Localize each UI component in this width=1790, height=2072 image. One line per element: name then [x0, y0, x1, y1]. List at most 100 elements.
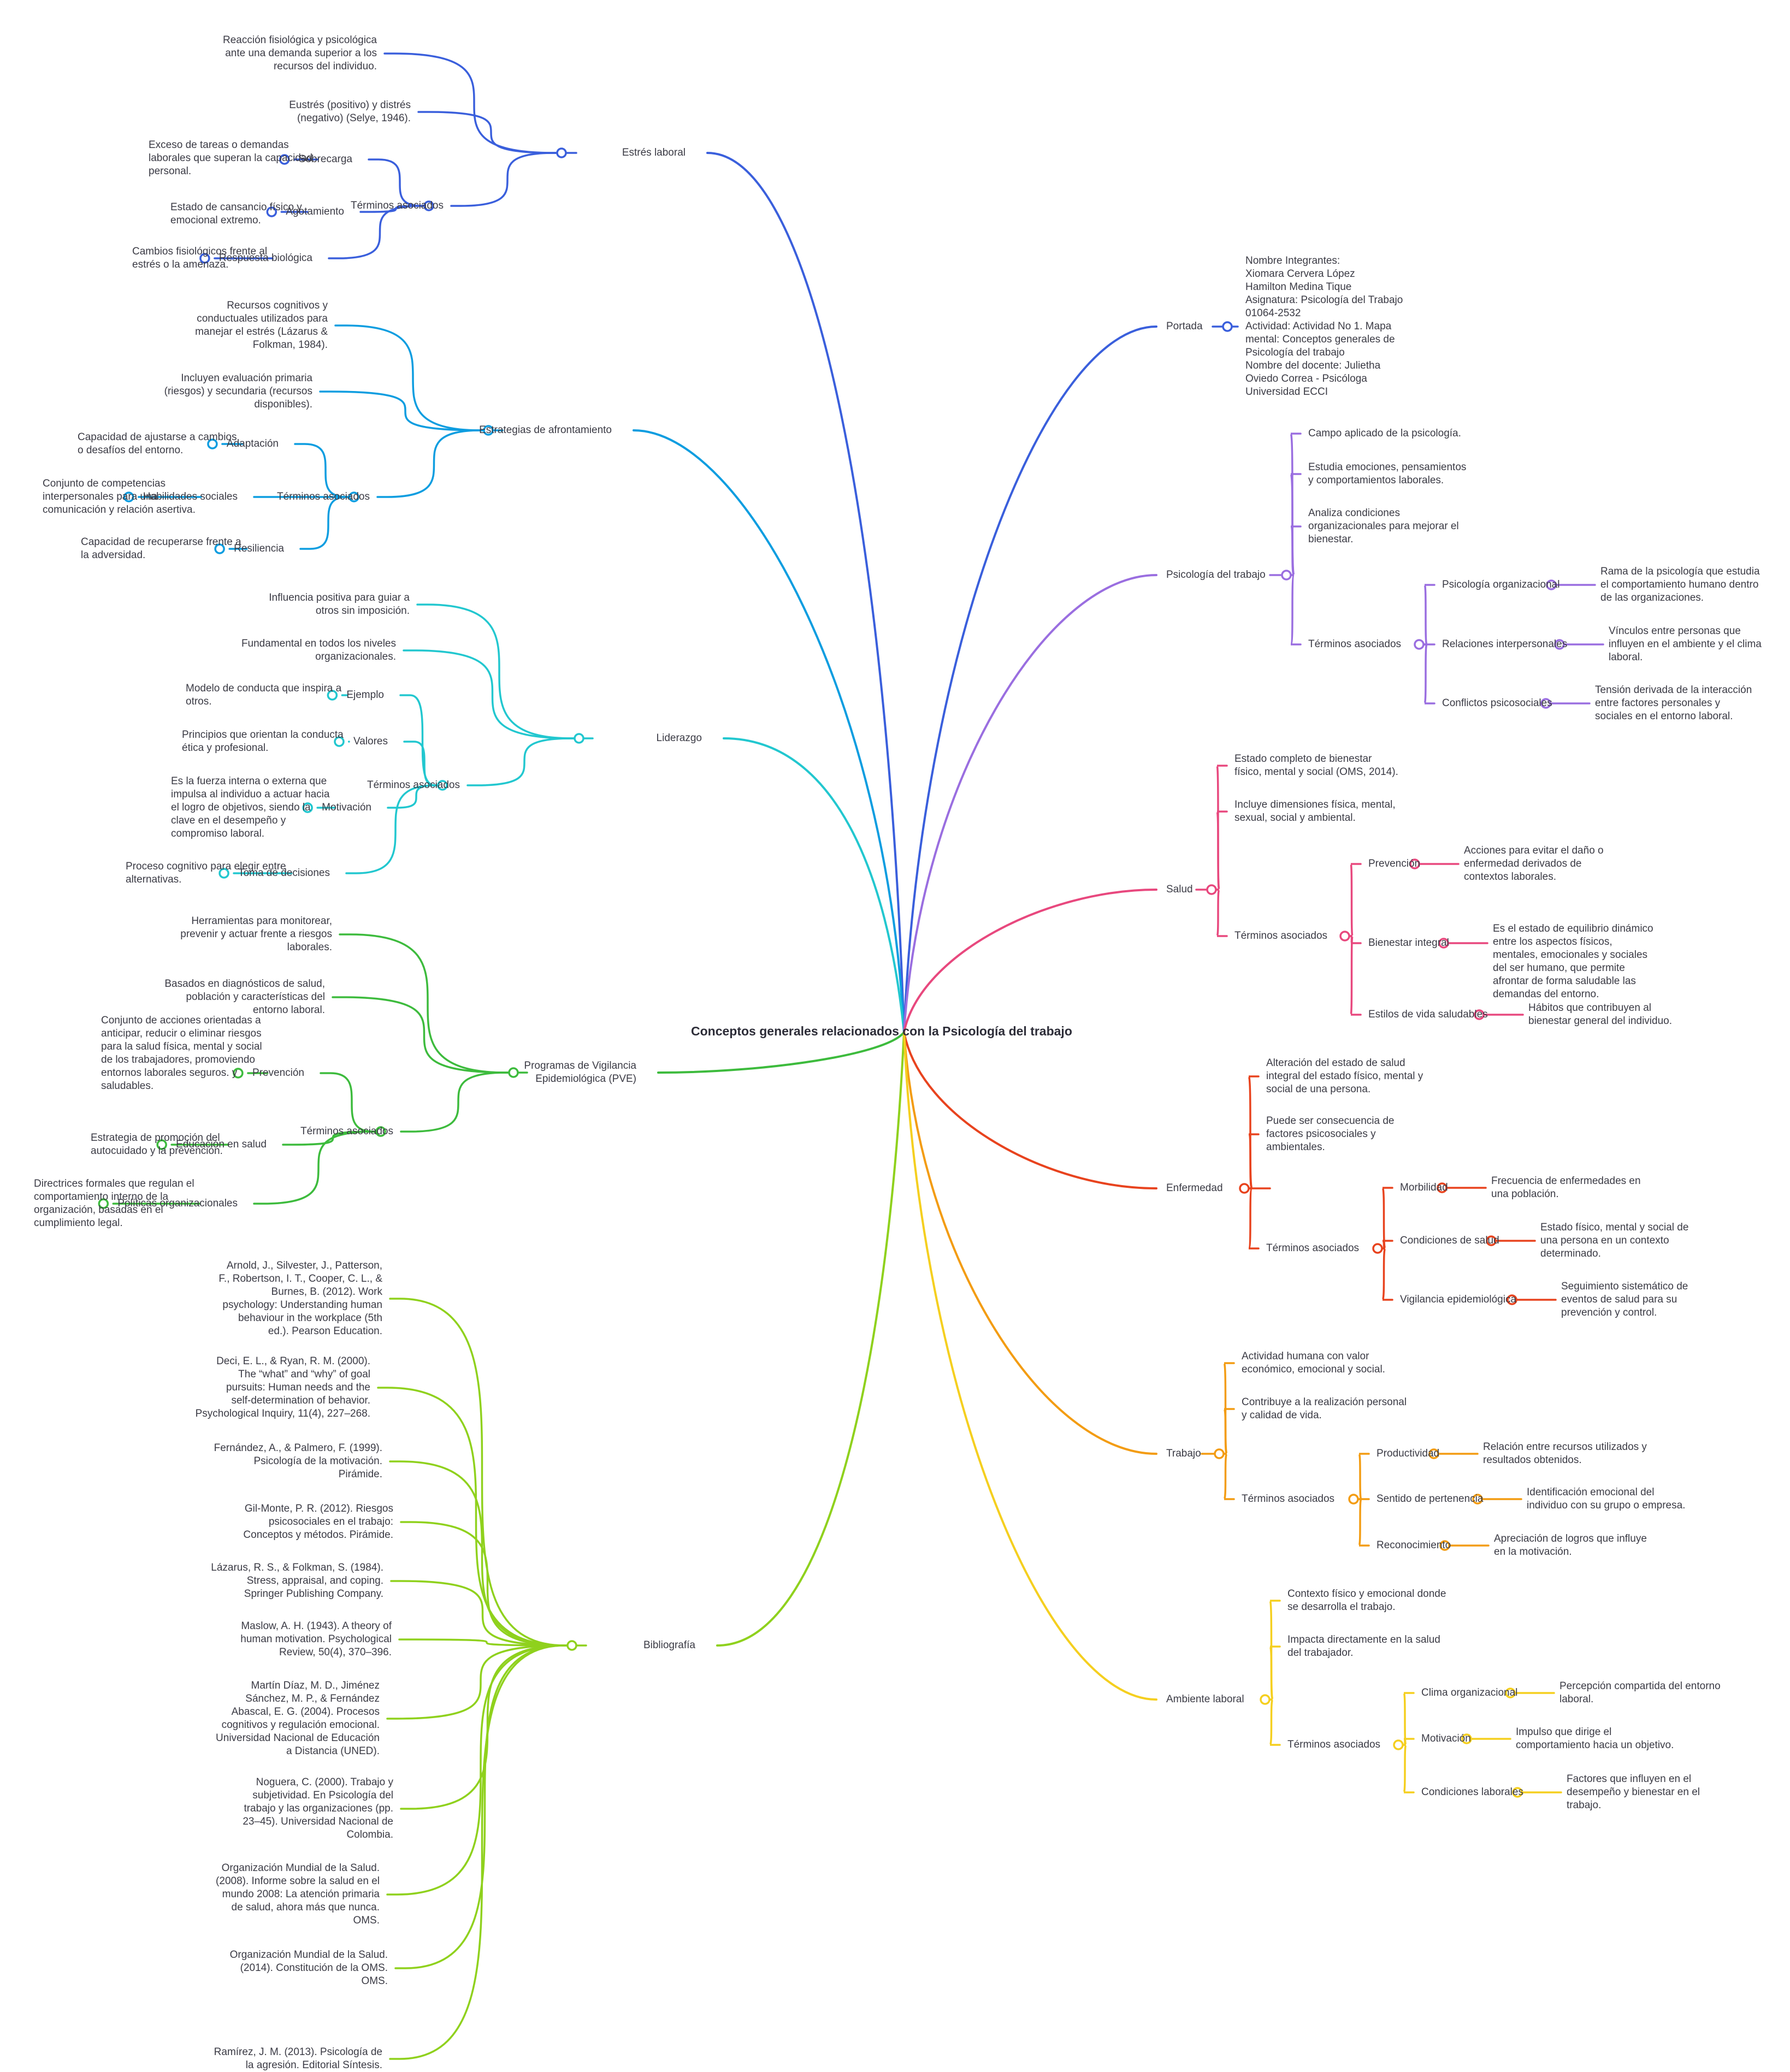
topic-deci-e-l-ryan-r-m-2000[interactable]: Deci, E. L., & Ryan, R. M. (2000). The “… — [195, 1355, 370, 1419]
term-resiliencia[interactable]: Resiliencia — [234, 543, 284, 554]
topic-basados-en-diagnosticos-de-salud[interactable]: Basados en diagnósticos de salud, poblac… — [164, 978, 325, 1016]
topic-influencia-positiva-para-guiar-a[interactable]: Influencia positiva para guiar a otros s… — [269, 592, 410, 617]
topic-terminos-asociados[interactable]: Términos asociados — [1242, 1493, 1335, 1505]
topic-impacta-directamente-en-la-salud[interactable]: Impacta directamente en la salud del tra… — [1287, 1634, 1440, 1659]
expand-toggle-liderazgo-0[interactable] — [327, 690, 338, 701]
definition-agotamiento[interactable]: Estado de cansancio físico y emocional e… — [170, 202, 302, 226]
topic-contribuye-a-la-realizacion-personal[interactable]: Contribuye a la realización personal y c… — [1242, 1396, 1407, 1421]
branch-pve[interactable]: Programas de Vigilancia Epidemiológica (… — [524, 1060, 636, 1085]
term-morbilidad[interactable]: Morbilidad — [1400, 1182, 1448, 1193]
branch-afrontamiento[interactable]: Estrategias de afrontamiento — [479, 424, 612, 436]
topic-lazarus-r-s-folkman-s-1984[interactable]: Lázarus, R. S., & Folkman, S. (1984). St… — [211, 1562, 383, 1600]
definition-politicas-organizacionales[interactable]: Directrices formales que regulan el comp… — [34, 1178, 194, 1229]
term-educacion-en-salud[interactable]: Educación en salud — [176, 1139, 267, 1150]
term-valores[interactable]: Valores — [353, 736, 388, 747]
branch-toggle-portada[interactable] — [1222, 321, 1233, 332]
term-condiciones-de-salud[interactable]: Condiciones de salud — [1400, 1235, 1499, 1246]
topic-noguera-c-2000-trabajo-y[interactable]: Noguera, C. (2000). Trabajo y subjetivid… — [243, 1777, 393, 1840]
topic-ramirez-j-m-2013-psicologia-de[interactable]: Ramírez, J. M. (2013). Psicología de la … — [214, 2046, 382, 2071]
expand-toggle-pve-1[interactable] — [156, 1139, 167, 1150]
branch-toggle-salud[interactable] — [1206, 884, 1217, 895]
definition-conflictos-psicosociales[interactable]: Tensión derivada de la interacción entre… — [1595, 684, 1752, 722]
topic-herramientas-para-monitorear[interactable]: Herramientas para monitorear, prevenir y… — [180, 915, 332, 953]
term-ejemplo[interactable]: Ejemplo — [346, 689, 384, 701]
definition-motivacion[interactable]: Es la fuerza interna o externa que impul… — [171, 775, 330, 839]
branch-ambiente[interactable]: Ambiente laboral — [1166, 1694, 1244, 1705]
topic-eustres-positivo-y-distres[interactable]: Eustrés (positivo) y distrés (negativo) … — [289, 99, 411, 124]
definition-prevencion[interactable]: Acciones para evitar el daño o enfermeda… — [1464, 845, 1604, 883]
term-sobrecarga[interactable]: Sobrecarga — [298, 153, 352, 165]
definition-condiciones-laborales[interactable]: Factores que influyen en el desempeño y … — [1567, 1773, 1700, 1811]
branch-portada[interactable]: Portada — [1166, 321, 1203, 332]
expand-toggle-trabajo-0[interactable] — [1428, 1448, 1439, 1459]
expand-toggle-ambiente-1[interactable] — [1461, 1733, 1472, 1744]
topic-nombre-integrantes[interactable]: Nombre Integrantes: Xiomara Cervera Lópe… — [1245, 255, 1403, 398]
topic-terminos-asociados[interactable]: Términos asociados — [1308, 638, 1402, 650]
topic-terminos-asociados[interactable]: Términos asociados — [1234, 930, 1328, 942]
branch-liderazgo[interactable]: Liderazgo — [656, 732, 702, 744]
expand-toggle-liderazgo-3[interactable] — [218, 868, 229, 879]
branch-bibliografia[interactable]: Bibliografía — [643, 1639, 695, 1651]
term-agotamiento[interactable]: Agotamiento — [286, 206, 344, 217]
expand-toggle-ambiente-2[interactable] — [1512, 1787, 1523, 1798]
branch-estres[interactable]: Estrés laboral — [622, 147, 686, 158]
topic-contexto-fisico-y-emocional-donde[interactable]: Contexto físico y emocional donde se des… — [1287, 1588, 1446, 1613]
subgroup-toggle-afrontamiento[interactable] — [348, 492, 359, 502]
definition-condiciones-de-salud[interactable]: Estado físico, mental y social de una pe… — [1540, 1222, 1689, 1259]
expand-toggle-afrontamiento-0[interactable] — [207, 439, 218, 449]
definition-valores[interactable]: Principios que orientan la conducta étic… — [182, 729, 344, 754]
subgroup-toggle-liderazgo[interactable] — [437, 780, 448, 791]
topic-maslow-a-h-1943-a-theory-of[interactable]: Maslow, A. H. (1943). A theory of human … — [240, 1620, 392, 1658]
term-sentido-de-pertenencia[interactable]: Sentido de pertenencia — [1377, 1493, 1484, 1505]
term-bienestar-integral[interactable]: Bienestar integral — [1368, 937, 1449, 949]
topic-terminos-asociados[interactable]: Términos asociados — [367, 779, 460, 791]
term-politicas-organizacionales[interactable]: Políticas organizacionales — [117, 1198, 238, 1209]
topic-terminos-asociados[interactable]: Términos asociados — [1287, 1739, 1381, 1750]
definition-educacion-en-salud[interactable]: Estrategia de promoción del autocuidado … — [91, 1132, 223, 1157]
definition-ejemplo[interactable]: Modelo de conducta que inspira a otros. — [186, 683, 342, 707]
branch-toggle-pve[interactable] — [508, 1067, 519, 1078]
expand-toggle-enfermedad-1[interactable] — [1486, 1235, 1497, 1246]
topic-incluye-dimensiones-fisica-mental[interactable]: Incluye dimensiones física, mental, sexu… — [1234, 799, 1396, 824]
definition-adaptacion[interactable]: Capacidad de ajustarse a cambios o desaf… — [78, 431, 237, 456]
term-estilos-de-vida-saludables[interactable]: Estilos de vida saludables — [1368, 1009, 1488, 1020]
branch-toggle-trabajo[interactable] — [1214, 1448, 1225, 1459]
definition-productividad[interactable]: Relación entre recursos utilizados y res… — [1483, 1441, 1647, 1466]
expand-toggle-enfermedad-0[interactable] — [1437, 1182, 1448, 1193]
expand-toggle-psicologia-1[interactable] — [1554, 639, 1565, 650]
topic-organizacion-mundial-de-la-salud[interactable]: Organización Mundial de la Salud. (2014)… — [229, 1949, 388, 1987]
term-toma-de-decisiones[interactable]: Toma de decisiones — [238, 867, 330, 879]
topic-terminos-asociados[interactable]: Términos asociados — [300, 1126, 393, 1137]
term-adaptacion[interactable]: Adaptación — [226, 438, 279, 449]
branch-toggle-bibliografia[interactable] — [566, 1640, 577, 1651]
definition-estilos-de-vida-saludables[interactable]: Hábitos que contribuyen al bienestar gen… — [1528, 1002, 1673, 1027]
term-motivacion[interactable]: Motivación — [322, 802, 371, 813]
topic-terminos-asociados[interactable]: Términos asociados — [350, 200, 444, 211]
expand-toggle-psicologia-2[interactable] — [1540, 698, 1551, 709]
definition-respuesta-biologica[interactable]: Cambios fisiológicos frente al estrés o … — [132, 246, 268, 270]
term-prevencion[interactable]: Prevención — [1368, 858, 1421, 869]
topic-recursos-cognitivos-y[interactable]: Recursos cognitivos y conductuales utili… — [195, 300, 328, 351]
definition-sobrecarga[interactable]: Exceso de tareas o demandas laborales qu… — [149, 139, 312, 177]
topic-puede-ser-consecuencia-de[interactable]: Puede ser consecuencia de factores psico… — [1266, 1115, 1395, 1153]
topic-estado-completo-de-bienestar[interactable]: Estado completo de bienestar físico, men… — [1234, 753, 1398, 778]
topic-fernandez-a-palmero-f-1999[interactable]: Fernández, A., & Palmero, F. (1999). Psi… — [214, 1442, 382, 1480]
topic-fundamental-en-todos-los-niveles[interactable]: Fundamental en todos los niveles organiz… — [241, 638, 396, 662]
expand-toggle-estres-0[interactable] — [279, 154, 290, 165]
topic-estudia-emociones-pensamientos[interactable]: Estudia emociones, pensamientos y compor… — [1308, 461, 1467, 486]
term-prevencion[interactable]: Prevención — [252, 1067, 304, 1079]
definition-resiliencia[interactable]: Capacidad de recuperarse frente a la adv… — [81, 536, 241, 561]
term-reconocimiento[interactable]: Reconocimiento — [1377, 1540, 1451, 1551]
term-productividad[interactable]: Productividad — [1377, 1448, 1440, 1459]
definition-toma-de-decisiones[interactable]: Proceso cognitivo para elegir entre alte… — [126, 861, 286, 885]
term-habilidades-sociales[interactable]: Habilidades sociales — [143, 491, 238, 502]
topic-arnold-j-silvester-j-patterson[interactable]: Arnold, J., Silvester, J., Patterson, F.… — [218, 1260, 382, 1337]
topic-gil-monte-p-r-2012-riesgos[interactable]: Gil-Monte, P. R. (2012). Riesgos psicoso… — [243, 1503, 393, 1541]
branch-toggle-estres[interactable] — [556, 147, 567, 158]
term-respuesta-biologica[interactable]: Respuesta biológica — [218, 252, 312, 264]
subgroup-toggle-psicologia[interactable] — [1414, 639, 1425, 650]
expand-toggle-psicologia-0[interactable] — [1546, 579, 1557, 590]
branch-toggle-psicologia[interactable] — [1281, 570, 1292, 581]
expand-toggle-salud-1[interactable] — [1438, 938, 1449, 949]
branch-trabajo[interactable]: Trabajo — [1166, 1448, 1201, 1459]
